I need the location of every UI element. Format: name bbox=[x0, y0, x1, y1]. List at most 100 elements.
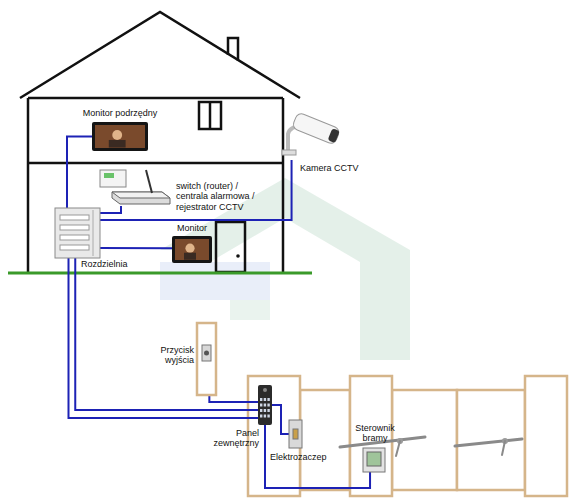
cable bbox=[75, 258, 258, 410]
ground-line bbox=[8, 272, 312, 275]
house-outline bbox=[216, 222, 245, 272]
panel-key bbox=[264, 398, 266, 401]
alarm-panel bbox=[100, 170, 126, 187]
house-outline bbox=[209, 102, 212, 129]
monitor-frame bbox=[92, 122, 148, 151]
cabinet-door bbox=[93, 210, 94, 256]
monitor-screen bbox=[184, 253, 196, 260]
strike-body bbox=[289, 420, 302, 448]
distribution-box: Rozdzielnia bbox=[55, 208, 100, 258]
router-icon bbox=[100, 170, 170, 204]
device-label: Panel zewnętrzny bbox=[204, 428, 259, 449]
house-outline bbox=[28, 97, 283, 100]
device-label: Rozdzielnia bbox=[81, 259, 151, 269]
monitor-icon bbox=[92, 122, 148, 151]
cabinet-box bbox=[55, 208, 100, 258]
button bbox=[202, 345, 211, 361]
panel-key bbox=[267, 415, 269, 418]
cable bbox=[69, 258, 259, 418]
router-box bbox=[112, 192, 170, 198]
panel-key bbox=[264, 415, 266, 418]
fence bbox=[525, 376, 567, 496]
monitor-icon bbox=[172, 236, 212, 263]
gate-controller: Sterownik bramy bbox=[363, 448, 385, 472]
cable bbox=[272, 405, 289, 434]
post-icon bbox=[197, 323, 216, 395]
lock-icon bbox=[289, 420, 302, 448]
camera-body bbox=[292, 112, 341, 145]
house-outline bbox=[282, 98, 285, 272]
house-outline bbox=[199, 102, 221, 129]
cabinet-row bbox=[60, 215, 89, 220]
monitor-frame bbox=[172, 236, 212, 263]
monitor-screen bbox=[109, 140, 126, 148]
cable bbox=[100, 160, 292, 220]
alarm-panel bbox=[104, 173, 114, 178]
camera-mount bbox=[282, 150, 296, 155]
strike-slot bbox=[293, 429, 298, 439]
device-label: Monitor podrzędny bbox=[70, 108, 170, 118]
device-label: Przycisk wyjścia bbox=[148, 345, 194, 366]
post-icon bbox=[197, 323, 216, 395]
controller-icon bbox=[363, 448, 385, 472]
fence bbox=[248, 376, 567, 496]
door-knob bbox=[236, 254, 240, 258]
cable bbox=[265, 425, 370, 488]
network-device: switch (router) / centrala alarmowa / re… bbox=[100, 168, 170, 206]
panel-body bbox=[258, 385, 272, 425]
cabinet-icon bbox=[55, 208, 100, 258]
panel-icon bbox=[258, 385, 272, 425]
camera-icon bbox=[280, 104, 348, 160]
monitor-screen bbox=[112, 130, 122, 140]
router-icon bbox=[100, 168, 170, 206]
cabinet-row bbox=[60, 225, 89, 230]
cable bbox=[100, 247, 172, 249]
panel-key bbox=[260, 398, 262, 401]
panel-key bbox=[267, 409, 269, 412]
watermark-logo bbox=[230, 300, 270, 320]
monitor-screen bbox=[175, 239, 209, 260]
fence bbox=[392, 390, 457, 490]
panel-key bbox=[264, 409, 266, 412]
camera-icon bbox=[282, 112, 341, 155]
monitor-icon bbox=[92, 122, 148, 151]
monitor-screen bbox=[185, 244, 194, 253]
panel-camera bbox=[263, 388, 267, 392]
controller-icon bbox=[363, 448, 385, 472]
panel-icon bbox=[258, 385, 272, 425]
post bbox=[197, 323, 216, 395]
gate-arm bbox=[396, 441, 400, 456]
house-outline bbox=[27, 98, 30, 272]
monitor-unit: Monitor bbox=[172, 236, 212, 263]
device-label: switch (router) / centrala alarmowa / re… bbox=[176, 181, 268, 212]
monitor-unit: Monitor podrzędny bbox=[92, 122, 148, 151]
device-label: Elektrozaczep bbox=[270, 452, 342, 462]
panel-key bbox=[260, 404, 262, 407]
cabinet-icon bbox=[55, 208, 100, 258]
button bbox=[204, 351, 209, 356]
gate-arm bbox=[502, 441, 505, 455]
house-outline bbox=[20, 12, 300, 98]
cabinet-row bbox=[60, 245, 89, 250]
device-label: Monitor bbox=[168, 223, 216, 233]
camera-lens bbox=[328, 128, 340, 143]
router-antenna bbox=[146, 170, 152, 193]
monitor-icon bbox=[172, 236, 212, 263]
house-outline bbox=[228, 38, 238, 61]
router-box bbox=[112, 192, 170, 204]
panel-key bbox=[264, 404, 266, 407]
exit-button: Przycisk wyjścia bbox=[197, 323, 216, 395]
house-outline bbox=[20, 12, 300, 272]
cctv-camera: Kamera CCTV bbox=[280, 104, 348, 160]
gate-arm bbox=[455, 439, 522, 446]
cabinet-row bbox=[60, 235, 89, 240]
cable bbox=[67, 137, 92, 209]
panel-key bbox=[260, 409, 262, 412]
door-panel: Panel zewnętrzny bbox=[258, 385, 272, 425]
panel-key bbox=[267, 404, 269, 407]
controller-board bbox=[367, 452, 381, 466]
monitor-screen bbox=[95, 125, 145, 148]
electric-strike: Elektrozaczep bbox=[289, 420, 302, 448]
panel-key bbox=[267, 398, 269, 401]
